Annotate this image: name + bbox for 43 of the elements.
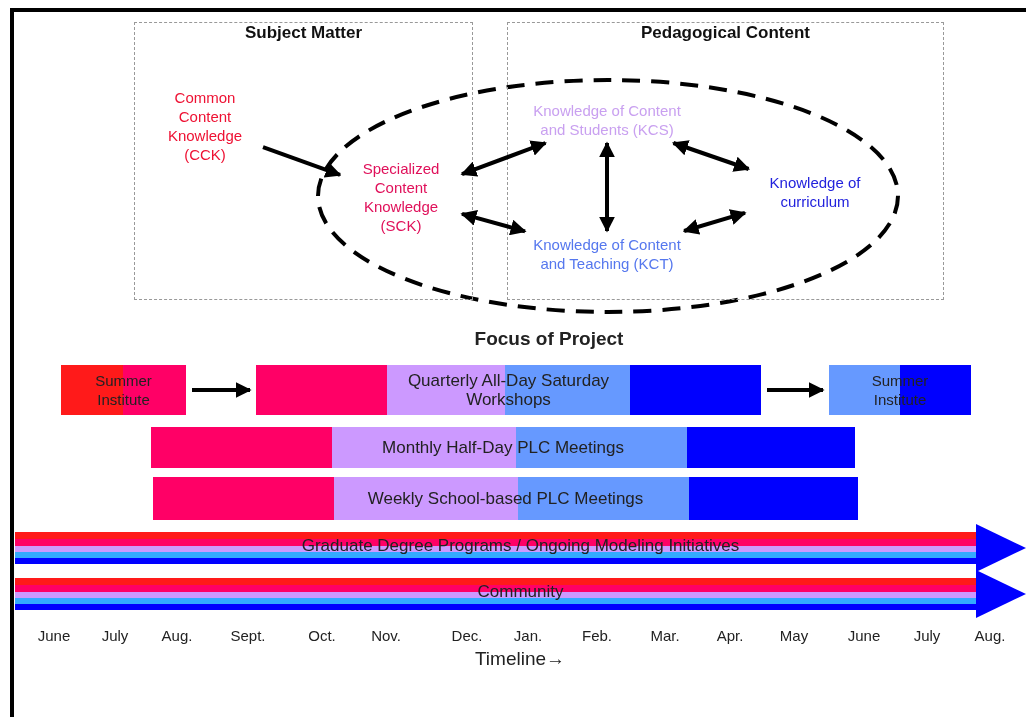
concept-text: Knowledge of Content and Teaching (KCT) <box>531 235 683 273</box>
arrow <box>599 141 615 233</box>
timeline-label: Aug. <box>974 627 1006 644</box>
timeline-label: June <box>847 627 881 644</box>
timeline-label: Apr. <box>716 627 744 644</box>
timeline-label: Timeline→ <box>474 648 566 670</box>
concept-text: Knowledge of Content and Students (KCS) <box>531 101 683 139</box>
arrow <box>262 145 342 178</box>
concept-text: Knowledge of curriculum <box>751 173 879 211</box>
bar-label: Quarterly All-Day Saturday Workshops <box>406 371 611 409</box>
dashed-region-box <box>134 22 473 300</box>
arrow <box>682 209 747 235</box>
timeline-label: Aug. <box>161 627 193 644</box>
timeline-label: June <box>37 627 71 644</box>
bar-label: Monthly Half-Day PLC Meetings <box>382 438 624 457</box>
timeline-label: July <box>913 627 941 644</box>
timeline-label: Dec. <box>451 627 483 644</box>
bar-label: Summer Institute <box>94 371 153 409</box>
timeline-label: Oct. <box>308 627 336 644</box>
arrow <box>767 382 825 398</box>
timeline-label: May <box>779 627 809 644</box>
timeline-bar <box>151 427 855 468</box>
timeline-label: July <box>101 627 129 644</box>
timeline-label: Nov. <box>371 627 401 644</box>
timeline-label: Feb. <box>582 627 612 644</box>
timeline-bar <box>256 365 761 415</box>
arrow <box>192 382 252 398</box>
timeline-label: Sept. <box>230 627 266 644</box>
arrow <box>460 140 547 177</box>
timeline-bar <box>829 365 971 415</box>
timeline-label: Jan. <box>513 627 543 644</box>
bar-label: Weekly School-based PLC Meetings <box>367 489 644 508</box>
arrow <box>671 140 751 172</box>
arrow <box>460 210 527 236</box>
section-heading: Focus of Project <box>474 328 624 350</box>
timeline-bar <box>61 365 186 415</box>
region-heading: Pedagogical Content <box>639 23 812 43</box>
concept-text: Specialized Content Knowledge (SCK) <box>346 159 456 235</box>
dashed-region-box <box>507 22 944 300</box>
concept-text: Common Content Knowledge (CCK) <box>153 88 257 164</box>
region-heading: Subject Matter <box>243 23 364 43</box>
timeline-bar <box>153 477 858 520</box>
timeline-label: Mar. <box>650 627 680 644</box>
